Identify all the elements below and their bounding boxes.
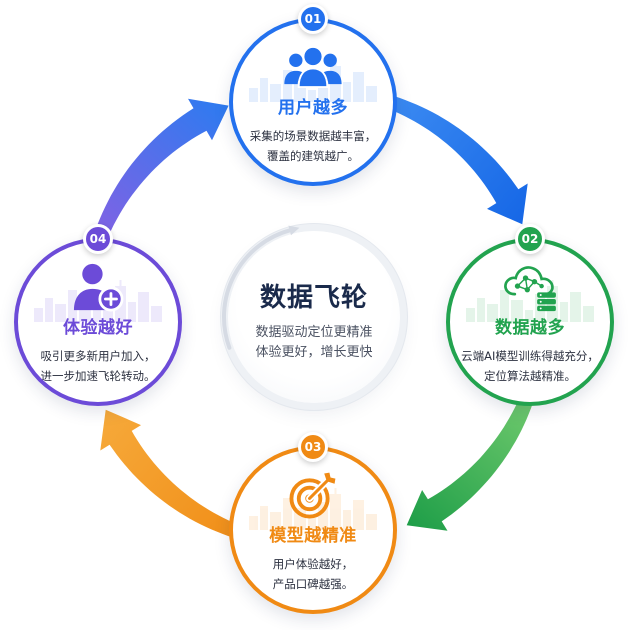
stage-users-more: 01 用户越多 [229, 4, 397, 186]
stage-experience-better: 04 体验越好 吸引更多新用户加入， [14, 224, 182, 406]
stage-model-more-accurate: 03 模型越精准 [229, 432, 397, 614]
stage-content: 用户越多 采集的场景数据越丰富， 覆盖的建筑越广。 [233, 22, 393, 182]
stage-description-line: 云端AI模型训练得越充分， [461, 349, 599, 363]
stage-description-line: 覆盖的建筑越广。 [267, 149, 359, 163]
user-add-icon [73, 263, 124, 312]
target-arrow-icon [289, 472, 336, 519]
stage-description-line: 采集的场景数据越丰富， [249, 129, 377, 143]
stage-description-line: 定位算法越精准。 [484, 369, 576, 383]
stage-description: 吸引更多新用户加入， 进一步加速飞轮转动。 [18, 346, 178, 386]
hub-subtitle-line: 体验更好，增长更快 [255, 345, 373, 360]
stage-number-badge: 01 [298, 4, 328, 34]
stage-title: 模型越精准 [269, 526, 357, 546]
hub-subtitle: 数据驱动定位更精准 体验更好，增长更快 [228, 323, 400, 363]
stage-number-badge: 03 [298, 432, 328, 462]
stage-title: 数据越多 [495, 318, 565, 338]
hub-title: 数据飞轮 [259, 283, 368, 313]
stage-description: 用户体验越好， 产品口碑越强。 [233, 554, 393, 594]
stage-description: 采集的场景数据越丰富， 覆盖的建筑越广。 [233, 126, 393, 166]
stage-description-line: 吸引更多新用户加入， [40, 349, 156, 363]
users-group-icon [284, 46, 342, 88]
stage-description-line: 进一步加速飞轮转动。 [40, 369, 156, 383]
stage-number-badge: 04 [83, 224, 113, 254]
stage-description-line: 产品口碑越强。 [272, 577, 354, 591]
hub-subtitle-line: 数据驱动定位更精准 [255, 325, 373, 340]
stage-content: 数据越多 云端AI模型训练得越充分， 定位算法越精准。 [450, 242, 610, 402]
stage-title: 体验越好 [63, 318, 133, 338]
stage-number-badge: 02 [515, 224, 545, 254]
stage-data-more: 02 [446, 224, 614, 406]
stage-description: 云端AI模型训练得越充分， 定位算法越精准。 [450, 346, 610, 386]
flywheel-hub: 数据飞轮 数据驱动定位更精准 体验更好，增长更快 [228, 231, 400, 403]
stage-content: 体验越好 吸引更多新用户加入， 进一步加速飞轮转动。 [18, 242, 178, 402]
cloud-network-database-icon [504, 266, 556, 312]
stage-description-line: 用户体验越好， [272, 557, 354, 571]
stage-content: 模型越精准 用户体验越好， 产品口碑越强。 [233, 450, 393, 610]
stage-title: 用户越多 [278, 98, 348, 118]
